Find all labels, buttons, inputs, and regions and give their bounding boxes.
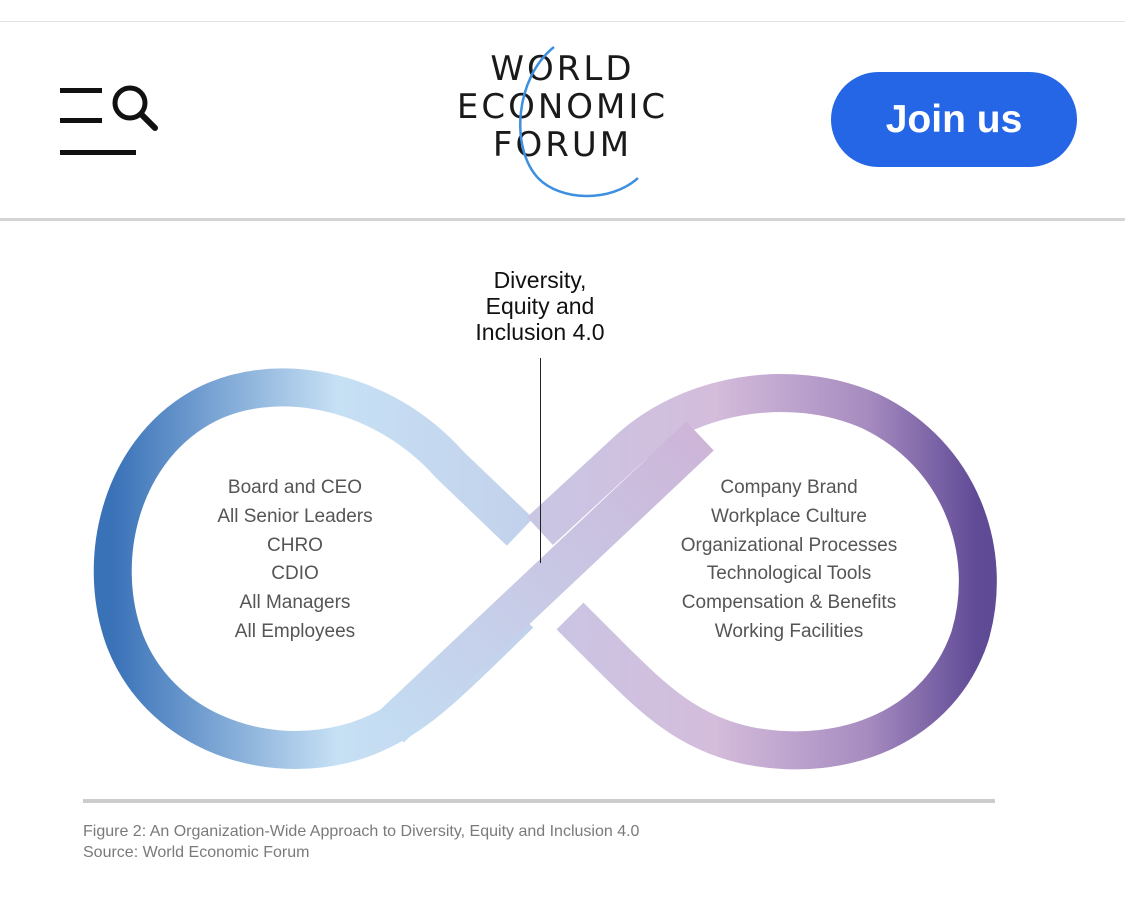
list-item: Workplace Culture [711, 505, 867, 527]
stakeholders-list: Board and CEO All Senior Leaders CHRO CD… [180, 474, 410, 647]
list-item: All Managers [239, 592, 351, 614]
world-economic-forum-logo[interactable]: WORLD ECONOMIC FORUM [430, 38, 695, 203]
hamburger-menu-icon [60, 85, 158, 155]
menu-search-button[interactable] [58, 82, 162, 162]
header-divider [0, 218, 1125, 221]
organization-areas-list: Company Brand Workplace Culture Organiza… [648, 474, 930, 647]
list-item: Compensation & Benefits [681, 592, 897, 614]
list-item: All Employees [234, 620, 356, 642]
caption-source: Source: World Economic Forum [83, 844, 310, 861]
title-line: Equity and [485, 293, 595, 319]
figure-caption: Figure 2: An Organization-Wide Approach … [83, 821, 639, 863]
list-item: Board and CEO [227, 477, 363, 498]
figure-divider [83, 799, 995, 803]
logo-arc-icon [519, 46, 639, 198]
join-us-button[interactable]: Join us [831, 72, 1077, 167]
list-item: Working Facilities [714, 620, 864, 642]
list-item: Technological Tools [706, 563, 872, 585]
figure: Diversity, Equity and Inclusion 4.0 [0, 221, 1125, 917]
figure-title: Diversity, Equity and Inclusion 4.0 [440, 267, 640, 345]
list-item: All Senior Leaders [217, 505, 373, 527]
title-pointer-line [540, 358, 541, 563]
logo-line-3: FORUM [492, 125, 633, 165]
caption-line: Figure 2: An Organization-Wide Approach … [83, 823, 640, 840]
top-divider [0, 21, 1125, 22]
list-item: CDIO [271, 563, 319, 585]
title-line: Inclusion 4.0 [475, 319, 605, 345]
logo-line-2: ECONOMIC [456, 87, 669, 127]
title-line: Diversity, [493, 267, 587, 293]
list-item: Company Brand [720, 477, 858, 498]
logo-line-1: WORLD [490, 49, 635, 89]
list-item: Organizational Processes [680, 534, 898, 556]
search-icon [112, 85, 158, 131]
infinity-loop-graphic [93, 368, 997, 770]
list-item: CHRO [267, 534, 323, 556]
